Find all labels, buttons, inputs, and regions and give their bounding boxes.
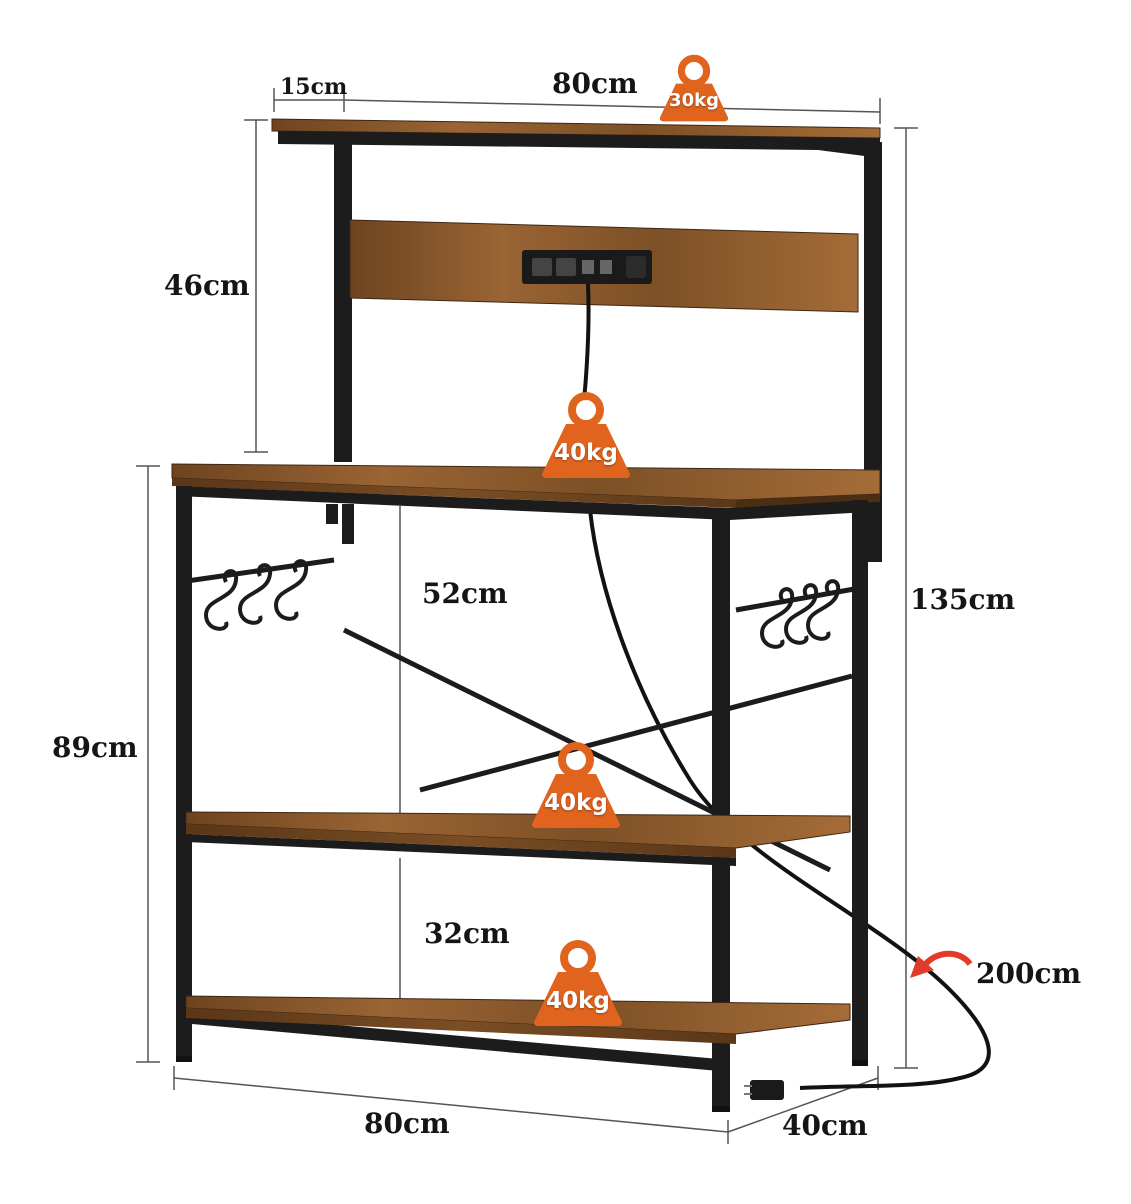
- middle-shelf: [185, 811, 851, 866]
- s-hook-icon: [203, 559, 841, 649]
- cord-length-label: 200cm: [976, 957, 1082, 990]
- hook-rails: [179, 557, 861, 613]
- bottom-shelf-weight-label: 40kg: [546, 988, 610, 1014]
- base-height-label: 89cm: [52, 731, 138, 764]
- base-width-label: 80cm: [364, 1107, 450, 1140]
- hutch-height-label: 46cm: [164, 269, 250, 302]
- top-shelf-width-label: 80cm: [552, 67, 638, 100]
- top-shelf: [271, 118, 881, 158]
- weight-icon: [542, 392, 630, 478]
- middle-shelf-weight-label: 40kg: [544, 790, 608, 816]
- top-shelf-depth-label: 15cm: [280, 74, 348, 100]
- power-strip-icon: [522, 250, 652, 284]
- work-shelf-weight-label: 40kg: [554, 440, 618, 466]
- base-depth-label: 40cm: [782, 1109, 868, 1142]
- weight-icon: [532, 742, 620, 828]
- work-surface: [171, 463, 881, 508]
- feet: [176, 1056, 868, 1112]
- weight-icon: [659, 54, 729, 122]
- bottom-shelf: [185, 995, 851, 1044]
- top-shelf-weight-label: 30kg: [669, 90, 719, 111]
- bottom-gap-label: 32cm: [424, 917, 510, 950]
- weight-icon: [534, 940, 622, 1026]
- curved-arrow-icon: [910, 950, 973, 978]
- frame: [176, 486, 868, 1110]
- middle-gap-label: 52cm: [422, 577, 508, 610]
- hutch-posts: [334, 142, 882, 562]
- hutch-backboard: [349, 219, 859, 313]
- plug-icon: [744, 1080, 784, 1100]
- total-height-label: 135cm: [910, 583, 1016, 616]
- guide-lines: [136, 88, 918, 1144]
